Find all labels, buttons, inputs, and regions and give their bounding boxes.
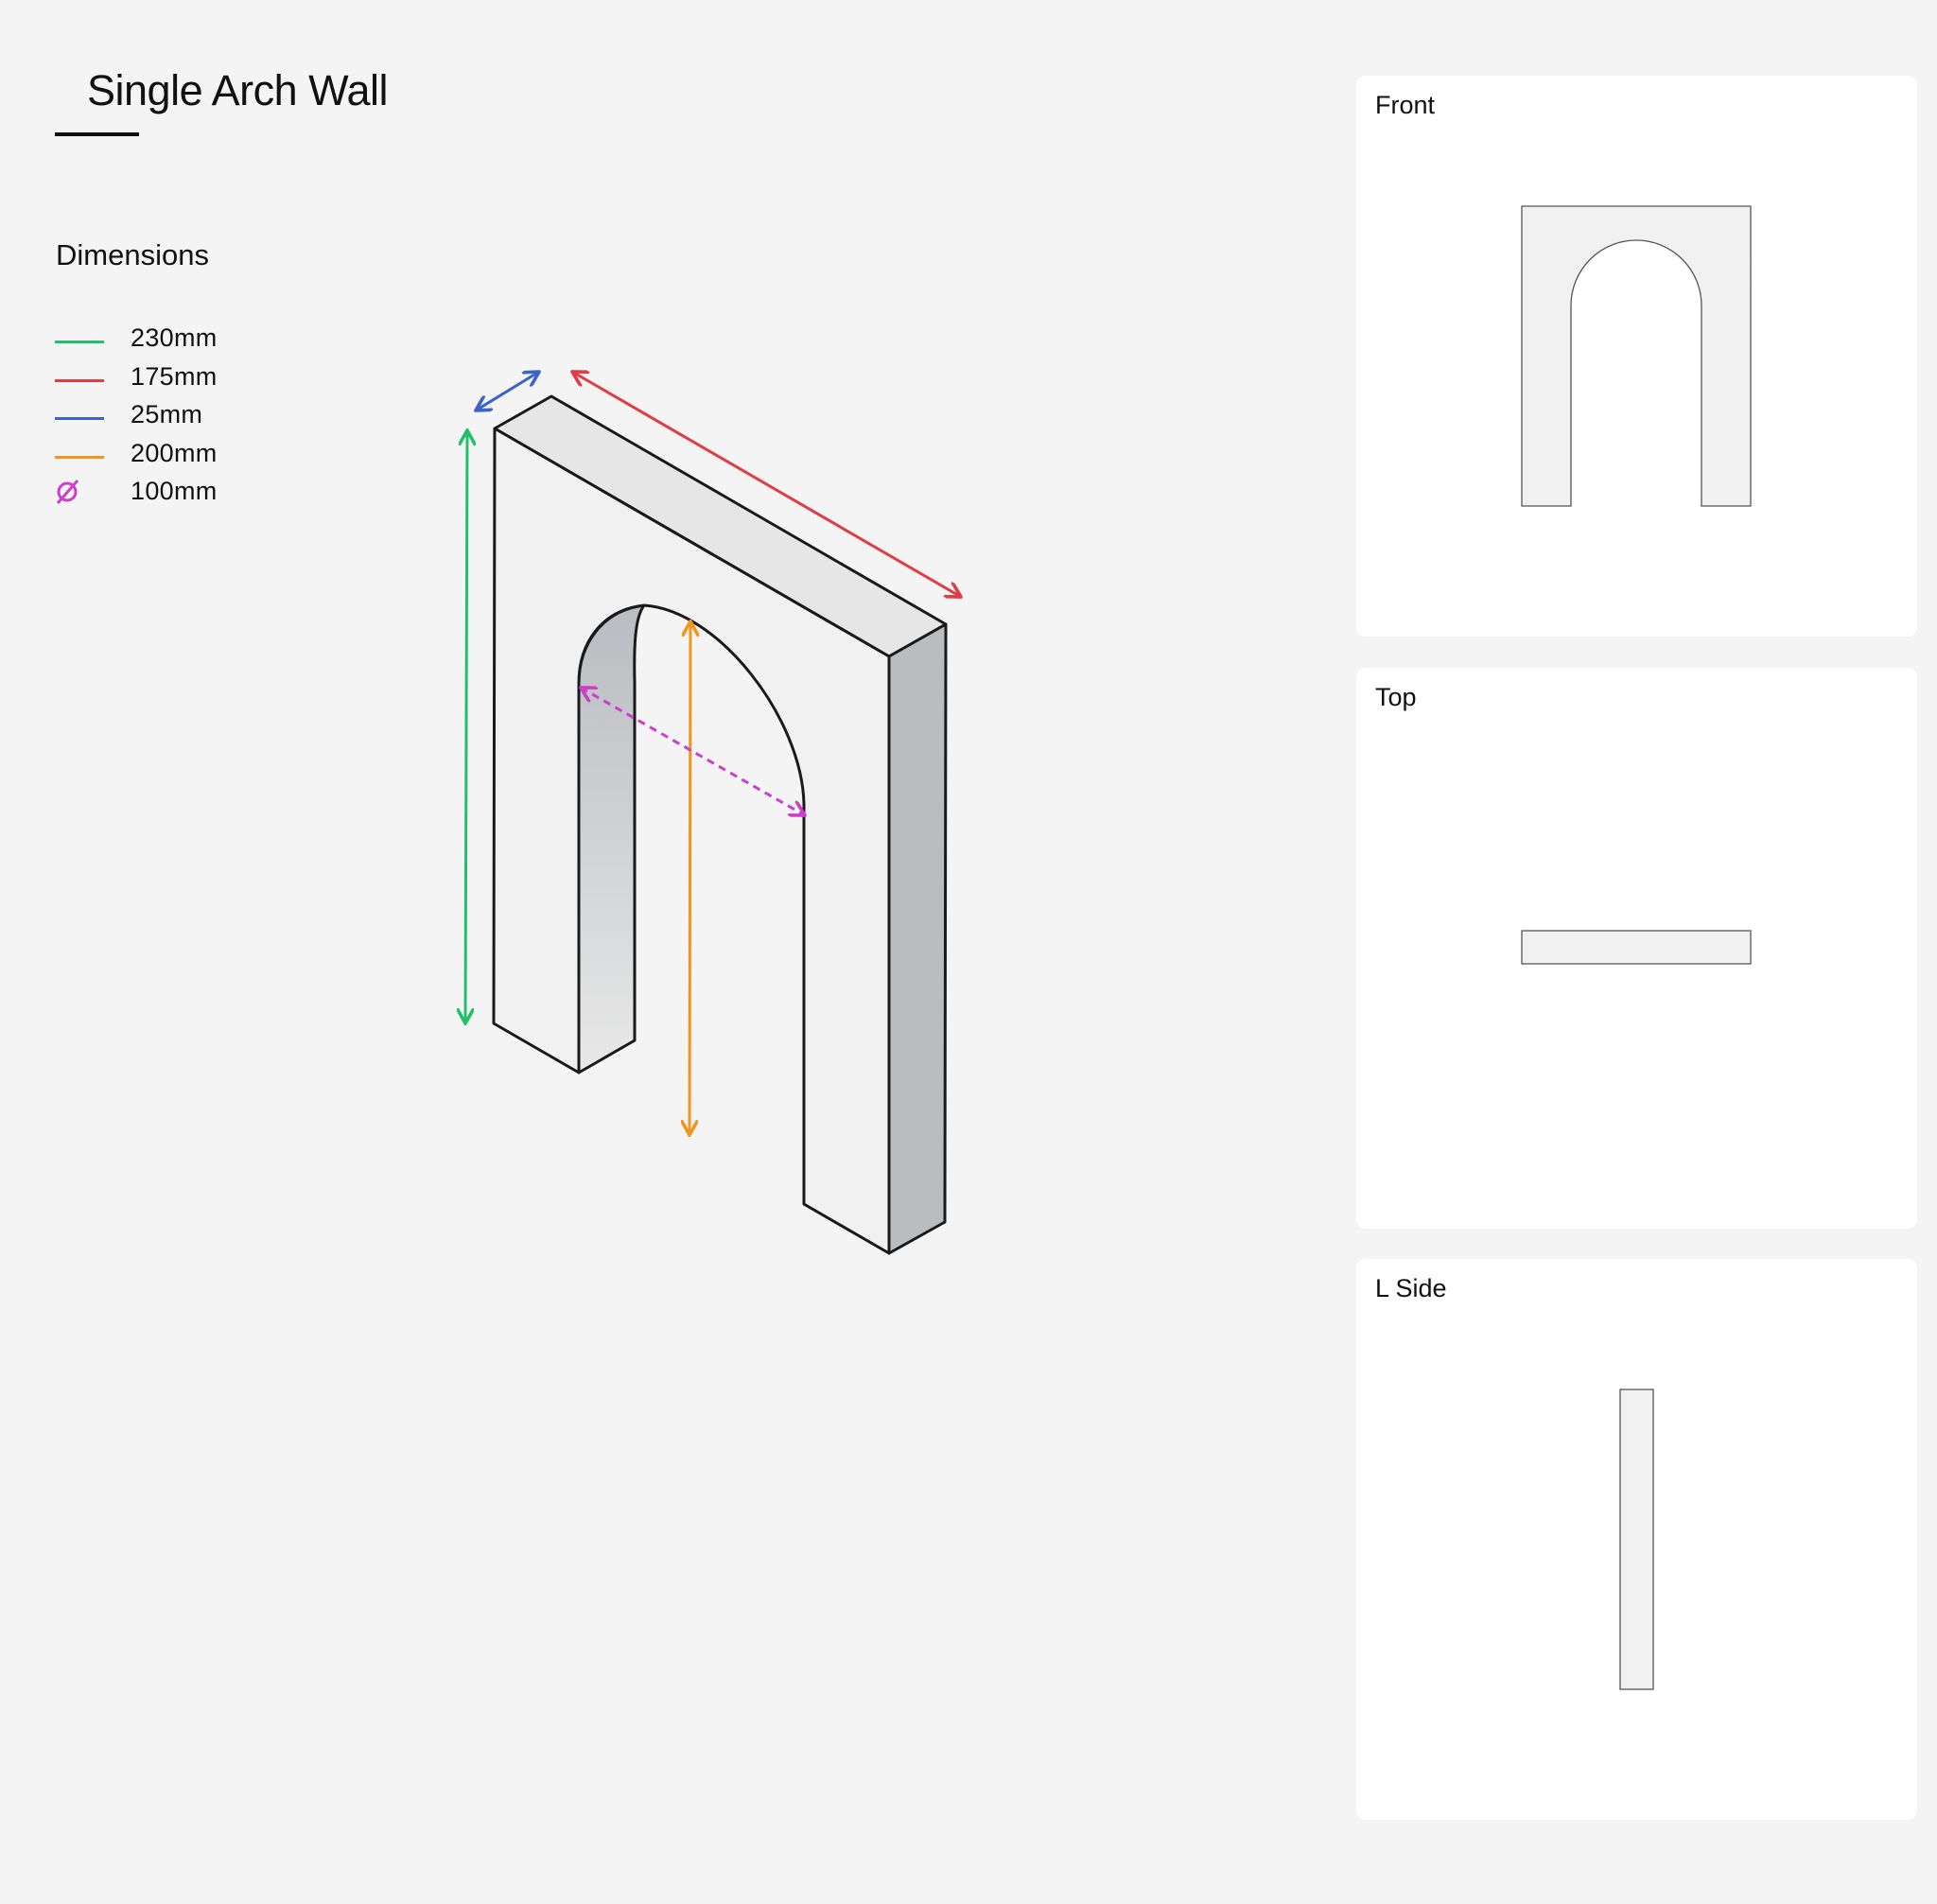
front-view-drawing <box>1521 205 1752 507</box>
top-view-panel: Top <box>1356 668 1917 1229</box>
isometric-arch-wall <box>0 0 1040 1255</box>
legend-swatch-green <box>55 341 104 343</box>
diameter-icon <box>56 480 79 504</box>
legend-item-diameter: 100mm <box>55 473 301 512</box>
width-dimension-arrow <box>572 372 961 597</box>
legend-item-arch-height: 200mm <box>55 435 301 474</box>
legend-item-height: 230mm <box>55 320 301 358</box>
side-view-label: L Side <box>1375 1274 1447 1302</box>
legend-label: 100mm <box>131 477 218 505</box>
side-view-panel: L Side <box>1356 1259 1917 1820</box>
height-dimension-arrow <box>465 430 467 1023</box>
legend-label: 230mm <box>131 323 218 352</box>
dimensions-legend: 230mm 175mm 25mm 200mm 100mm <box>55 320 301 512</box>
top-view-drawing <box>1521 930 1752 965</box>
legend-swatch-blue <box>55 417 104 420</box>
legend-label: 25mm <box>131 400 203 428</box>
legend-item-width: 175mm <box>55 358 301 397</box>
arch-inner-surface <box>577 603 646 1074</box>
arch-height-dimension-arrow <box>689 621 690 1135</box>
depth-dimension-arrow <box>476 372 539 410</box>
legend-swatch-orange <box>55 455 104 459</box>
legend-item-depth: 25mm <box>55 396 301 435</box>
page-title: Single Arch Wall <box>87 66 388 114</box>
arch-diameter-dimension-arrow <box>581 688 805 815</box>
front-view-panel: Front <box>1356 76 1917 637</box>
legend-label: 175mm <box>131 361 218 391</box>
wall-side-face <box>887 622 948 1255</box>
side-view-drawing <box>1619 1389 1654 1690</box>
top-view-label: Top <box>1375 683 1417 711</box>
dimensions-heading: Dimensions <box>56 238 209 271</box>
legend-swatch-red <box>55 378 104 382</box>
legend-label: 200mm <box>131 438 218 467</box>
front-view-label: Front <box>1375 91 1436 119</box>
title-underline <box>55 132 139 136</box>
